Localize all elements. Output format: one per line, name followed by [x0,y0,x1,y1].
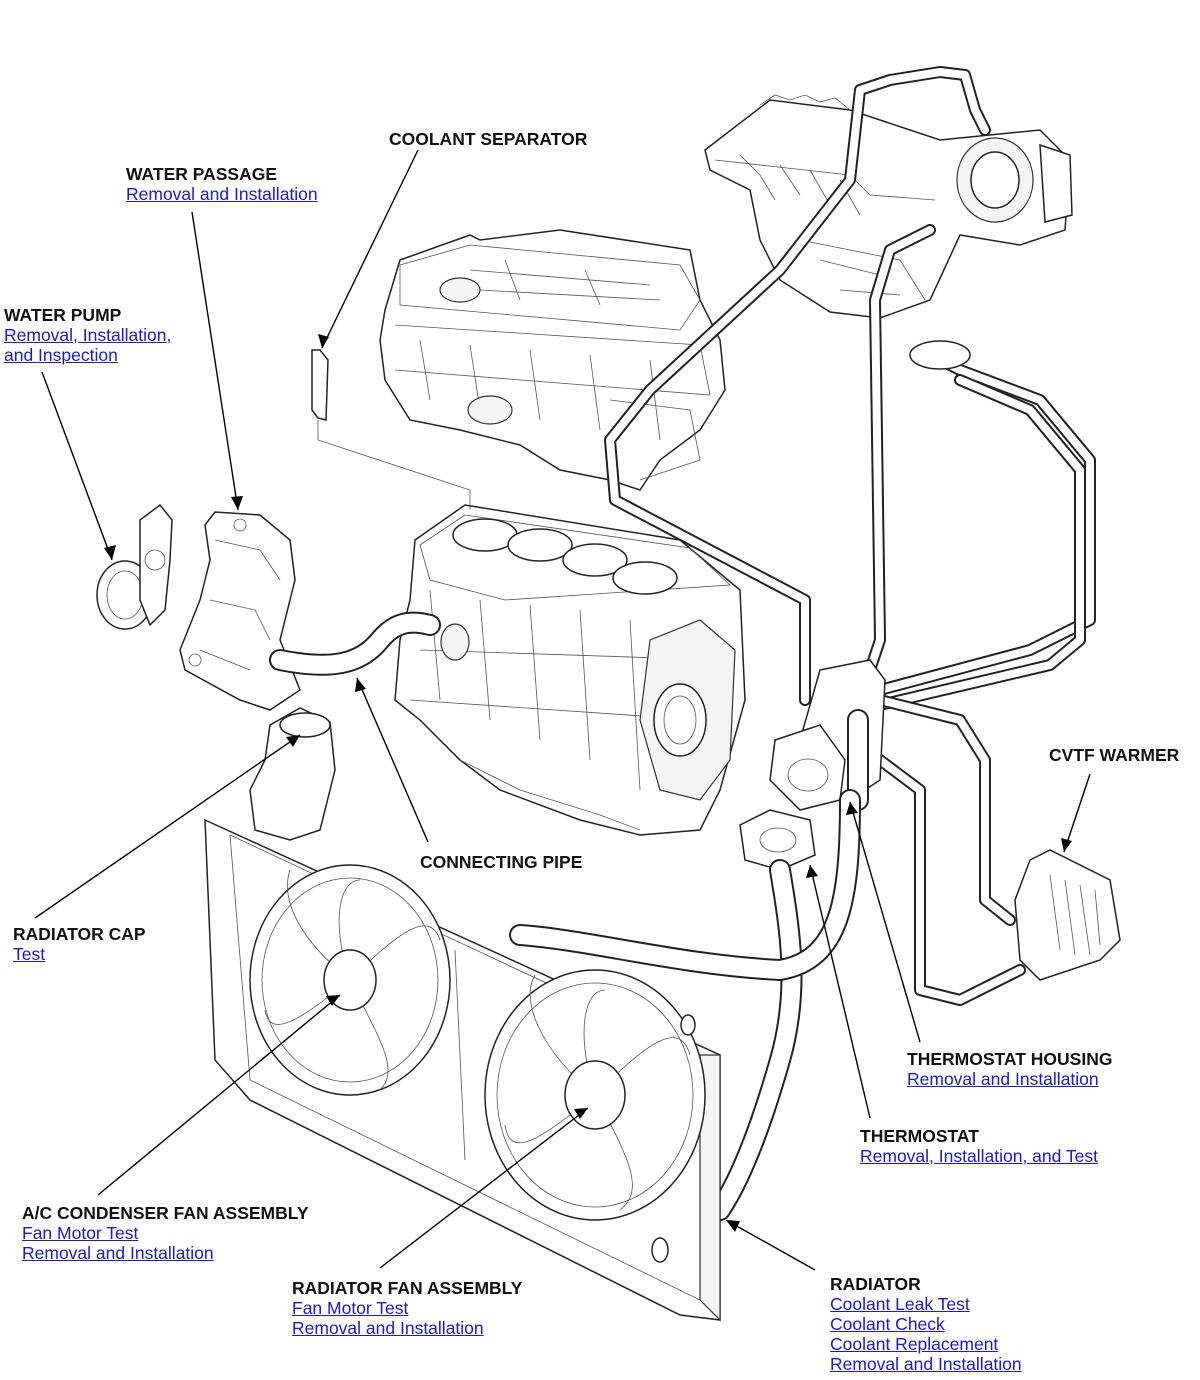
water-pump [96,503,173,630]
callout-connecting-pipe: CONNECTING PIPE [420,852,582,872]
thermostat-housing-title: THERMOSTAT HOUSING [907,1049,1113,1069]
radiator-cap-title: RADIATOR CAP [13,924,146,944]
callout-coolant-separator: COOLANT SEPARATOR [389,129,587,149]
radiator-coolant-leak-test-link[interactable]: Coolant Leak Test [830,1294,970,1314]
intake-manifold [704,94,1073,319]
water-pump-title: WATER PUMP [4,305,122,325]
connecting-pipe [269,611,470,676]
callout-ac-condenser-fan: A/C CONDENSER FAN ASSEMBLY Fan Motor Tes… [22,1203,309,1263]
cvtf-warmer [1014,849,1121,981]
ac-condenser-fan-motor-test-link[interactable]: Fan Motor Test [22,1223,139,1243]
thermostat [739,809,816,871]
radiator-assembly [204,818,721,1322]
callout-radiator-fan: RADIATOR FAN ASSEMBLY Fan Motor Test Rem… [292,1278,522,1338]
engine-block [394,504,746,836]
radiator-fan-title: RADIATOR FAN ASSEMBLY [292,1278,523,1298]
callout-water-pump: WATER PUMP Removal, Installation, and In… [4,305,171,365]
coolant-separator [311,349,471,510]
callout-radiator: RADIATOR Coolant Leak Test Coolant Check… [830,1274,1022,1374]
radiator-coolant-replacement-link[interactable]: Coolant Replacement [830,1334,999,1354]
coolant-tubes [604,66,1096,1006]
coolant-separator-title: COOLANT SEPARATOR [389,129,588,149]
callout-water-passage: WATER PASSAGE Removal and Installation [126,164,318,204]
thermostat-removal-link[interactable]: Removal, Installation, and Test [860,1146,1099,1166]
radiator-coolant-check-link[interactable]: Coolant Check [830,1314,945,1334]
water-pump-inspection-link[interactable]: and Inspection [4,345,118,365]
cylinder-head [379,229,726,491]
water-passage-title: WATER PASSAGE [126,164,278,184]
thermostat-title: THERMOSTAT [860,1126,979,1146]
radiator-hoses [509,789,861,1221]
water-passage [179,511,301,711]
radiator-neck [249,707,336,841]
cvtf-warmer-title: CVTF WARMER [1049,745,1180,765]
callout-cvtf-warmer: CVTF WARMER [1049,745,1179,765]
callout-thermostat: THERMOSTAT Removal, Installation, and Te… [860,1126,1098,1166]
radiator-title: RADIATOR [830,1274,921,1294]
radiator-cap-test-link[interactable]: Test [13,944,46,964]
callout-radiator-cap: RADIATOR CAP Test [13,924,146,964]
thermostat-housing-removal-link[interactable]: Removal and Installation [907,1069,1099,1089]
leader-lines [34,149,1091,1271]
ac-condenser-fan-removal-link[interactable]: Removal and Installation [22,1243,214,1263]
arrowheads [104,334,1072,1232]
water-passage-removal-link[interactable]: Removal and Installation [126,184,318,204]
water-pump-removal-link[interactable]: Removal, Installation, [4,325,172,345]
radiator-fan-motor-test-link[interactable]: Fan Motor Test [292,1298,409,1318]
ac-condenser-fan-title: A/C CONDENSER FAN ASSEMBLY [22,1203,309,1223]
callout-thermostat-housing: THERMOSTAT HOUSING Removal and Installat… [907,1049,1112,1089]
connecting-pipe-title: CONNECTING PIPE [420,852,583,872]
radiator-fan-removal-link[interactable]: Removal and Installation [292,1318,484,1338]
thermostat-housing [769,659,886,811]
radiator-removal-link[interactable]: Removal and Installation [830,1354,1022,1374]
